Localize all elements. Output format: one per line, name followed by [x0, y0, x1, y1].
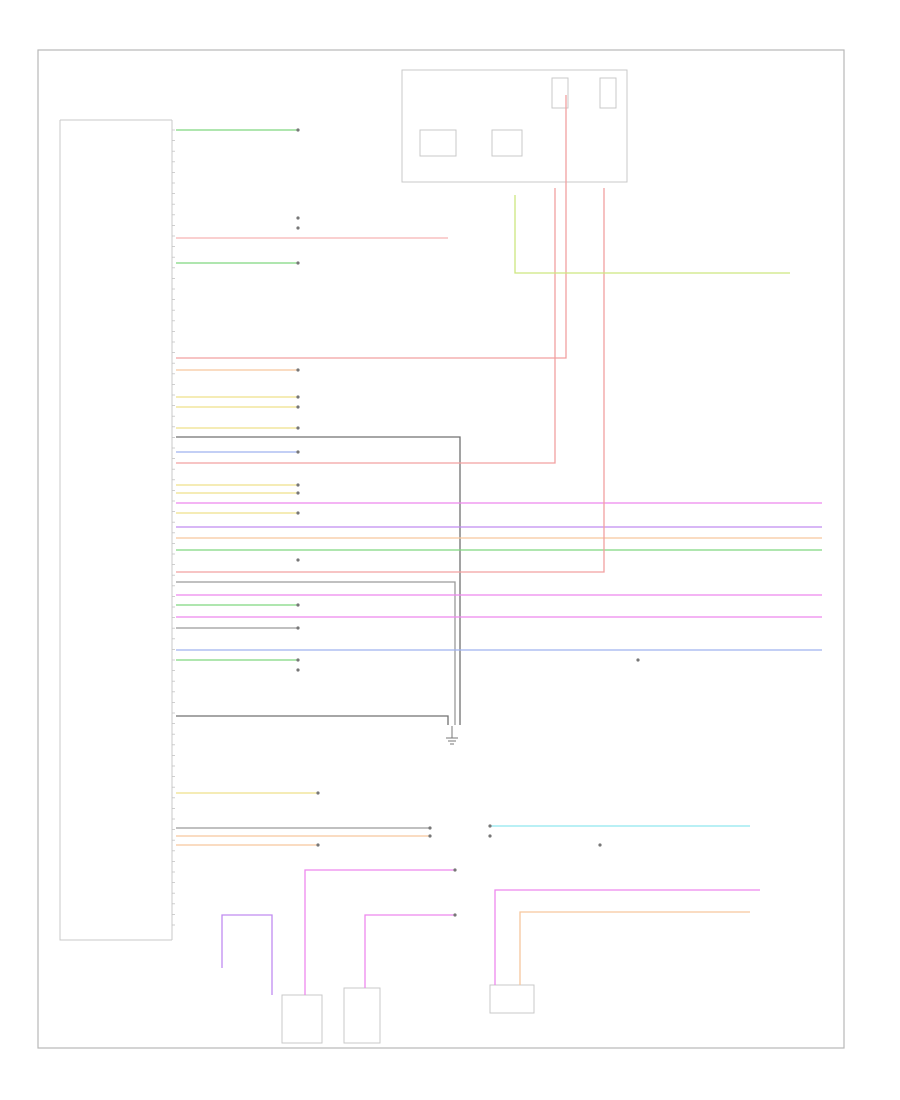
main-module-connector [59, 119, 173, 941]
connector-pins [296, 128, 640, 917]
wire-w19 [176, 188, 605, 573]
ground-symbol-left [446, 726, 458, 745]
wire-w34 [221, 914, 273, 995]
top-fuse-box [401, 69, 628, 183]
diagram-border [37, 49, 845, 1049]
wire-w35 [514, 195, 790, 274]
sensor-box-3 [489, 984, 535, 1014]
wire-w4 [176, 95, 567, 359]
wire-harness [176, 95, 822, 995]
pin-numbers [172, 129, 175, 926]
wire-w36 [519, 911, 750, 985]
sensor-box-2 [343, 987, 381, 1044]
wire-w11 [176, 188, 556, 464]
wire-w9 [176, 436, 461, 725]
sensor-box-1 [281, 994, 323, 1044]
wire-w27 [176, 715, 449, 725]
wire-w20 [176, 581, 456, 725]
wire-w33 [304, 869, 760, 995]
